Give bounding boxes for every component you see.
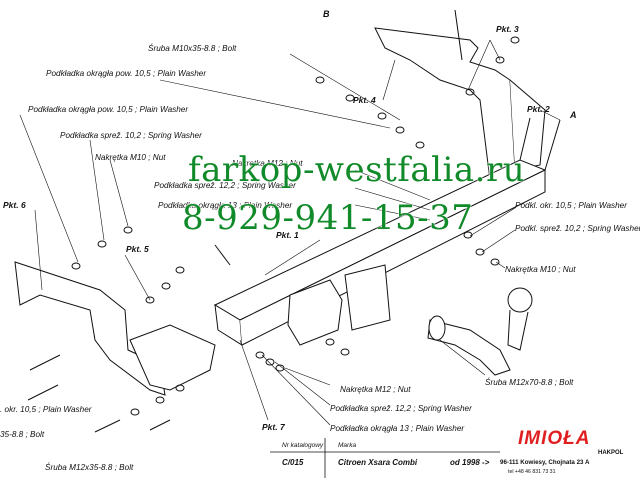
company-phone: tel +48 46 831 73 31: [508, 469, 556, 475]
catalog-number-label: Nr katalogowy: [282, 442, 324, 449]
label-spring-mid: Podkładka sprež. 12,2 ; Spring Washer: [154, 181, 296, 190]
company-address: 96-111 Kowiesy, Chojnata 23 A: [500, 459, 590, 466]
brand-label: Marka: [338, 442, 357, 449]
company-logo: IMIOŁA HAKPOL: [518, 428, 638, 456]
label-nut-left: Nakrętka M10 ; Nut: [95, 153, 166, 162]
label-spring-left: Podkładka sprež. 10,2 ; Spring Washer: [60, 131, 202, 140]
pkt-2: Pkt. 2: [527, 104, 550, 114]
socket-plate: [287, 279, 343, 346]
label-nut-right: Nakrętka M10 ; Nut: [505, 265, 576, 274]
pkt-7: Pkt. 7: [262, 422, 286, 432]
logo-text: IMIOŁA: [518, 428, 591, 449]
pkt-4: Pkt. 4: [353, 95, 376, 105]
title-block: [270, 438, 500, 478]
vehicle-model: Citroen Xsara Combi: [338, 458, 418, 467]
letter-a: A: [569, 110, 577, 120]
label-bolt-m12x35: Śruba M12x35-8.8 ; Bolt: [45, 461, 134, 472]
pkt-1: Pkt. 1: [276, 230, 299, 240]
label-spring-right: Podkl. sprež. 10,2 ; Spring Washer: [515, 224, 640, 233]
label-washer-mid: Podkładka okrągła 13 ; Plain Washer: [158, 201, 292, 210]
tow-ball: [507, 287, 533, 313]
label-bolt-top: Śruba M10x35-8.8 ; Bolt: [148, 42, 237, 53]
watermark-site: farkop-westfalia.ru: [188, 150, 526, 190]
label-spring-bottom: Podkładka sprež. 12,2 ; Spring Washer: [330, 404, 472, 413]
label-washer-top: Podkładka okrągła pow. 10,5 ; Plain Wash…: [46, 69, 206, 78]
label-nut-mid: Nakrętka M12 ; Nut: [232, 159, 303, 168]
pkt-labels: Pkt. 1 Pkt. 2 Pkt. 3 Pkt. 4 Pkt. 5 Pkt. …: [3, 9, 577, 432]
label-washer-left: Podkładka okrągła pow. 10,5 ; Plain Wash…: [28, 105, 188, 114]
label-washer-bottom: Podkładka okrągła 13 ; Plain Washer: [330, 424, 464, 433]
catalog-number: C/015: [282, 458, 304, 467]
label-bolt-left-cut: 35-8.8 ; Bolt: [0, 430, 45, 439]
logo-sub: HAKPOL: [598, 450, 624, 456]
label-washer-left-cut: . okr. 10,5 ; Plain Washer: [0, 405, 92, 414]
watermark-phone: 8-929-941-15-37: [182, 198, 474, 238]
bracket-left-plate: [129, 324, 216, 391]
label-washer-right: Podkl. okr. 10,5 ; Plain Washer: [515, 201, 627, 210]
part-labels: Śruba M10x35-8.8 ; Bolt Podkładka okrągł…: [0, 42, 640, 472]
letter-b: B: [323, 9, 330, 19]
leader-lines: [19, 39, 561, 426]
label-bolt-m12x70: Śruba M12x70-8.8 ; Bolt: [485, 376, 574, 387]
pkt-3: Pkt. 3: [496, 24, 519, 34]
pkt-6: Pkt. 6: [3, 200, 26, 210]
pkt-5: Pkt. 5: [126, 244, 149, 254]
fasteners: [27, 9, 520, 433]
bracket-left: [14, 261, 166, 396]
label-nut-bottom: Nakrętka M12 ; Nut: [340, 385, 411, 394]
vehicle-year: od 1998 ->: [450, 458, 490, 467]
